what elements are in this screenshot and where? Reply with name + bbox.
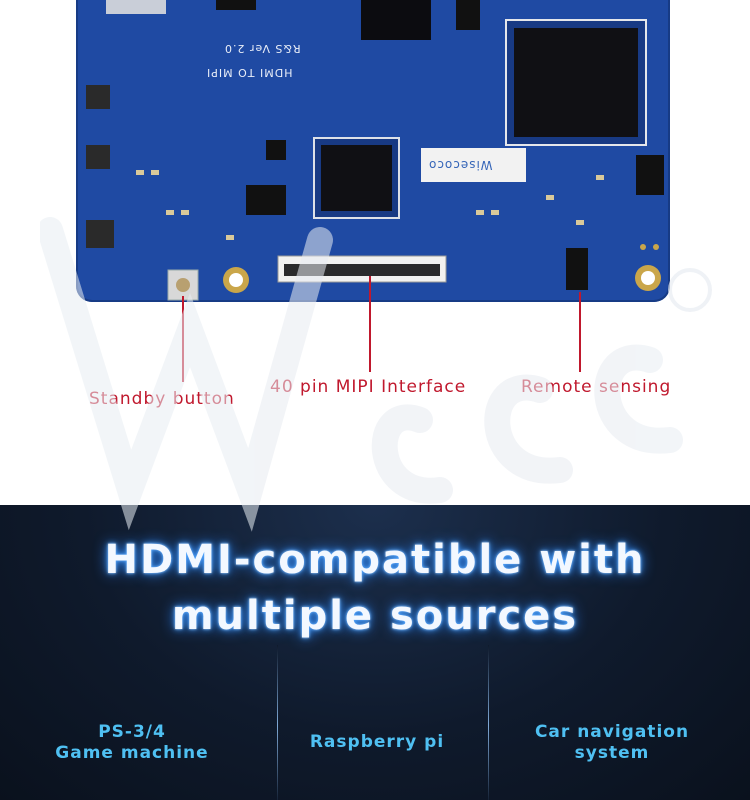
- source-car-navigation: Car navigation system: [492, 722, 732, 764]
- pcb-board: R&S Ver 2.0 HDMI TO MIPI Wisecoco: [76, 0, 670, 302]
- remote-sensing-label: Remote sensing: [521, 377, 672, 397]
- column-divider-1: [277, 645, 278, 800]
- chip-brand-label: Wisecoco: [428, 158, 493, 172]
- standby-button-label: Standby button: [89, 389, 235, 409]
- board-photo-section: R&S Ver 2.0 HDMI TO MIPI Wisecoco Standb…: [76, 0, 672, 409]
- source-line: system: [574, 743, 650, 763]
- headline-line-2: multiple sources: [171, 593, 579, 639]
- source-raspberry-pi: Raspberry pi: [257, 732, 497, 753]
- mipi-callout-line: [369, 276, 371, 372]
- column-divider-2: [488, 645, 489, 800]
- source-line: Car navigation: [534, 722, 690, 742]
- silkscreen-version: R&S Ver 2.0: [224, 42, 301, 55]
- mipi-interface-label: 40 pin MIPI Interface: [270, 377, 467, 397]
- source-line: Raspberry pi: [309, 732, 445, 752]
- pcb-components: [86, 0, 664, 301]
- headline-line-1: HDMI-compatible with: [104, 537, 646, 583]
- standby-callout-line: [182, 296, 184, 382]
- silkscreen-title: HDMI TO MIPI: [206, 66, 293, 79]
- sources-banner: HDMI-compatible with multiple sources PS…: [0, 505, 750, 800]
- source-line: Game machine: [55, 743, 209, 763]
- remote-callout-line: [579, 292, 581, 372]
- source-ps-game-machine: PS-3/4 Game machine: [12, 722, 252, 764]
- source-line: PS-3/4: [98, 722, 166, 742]
